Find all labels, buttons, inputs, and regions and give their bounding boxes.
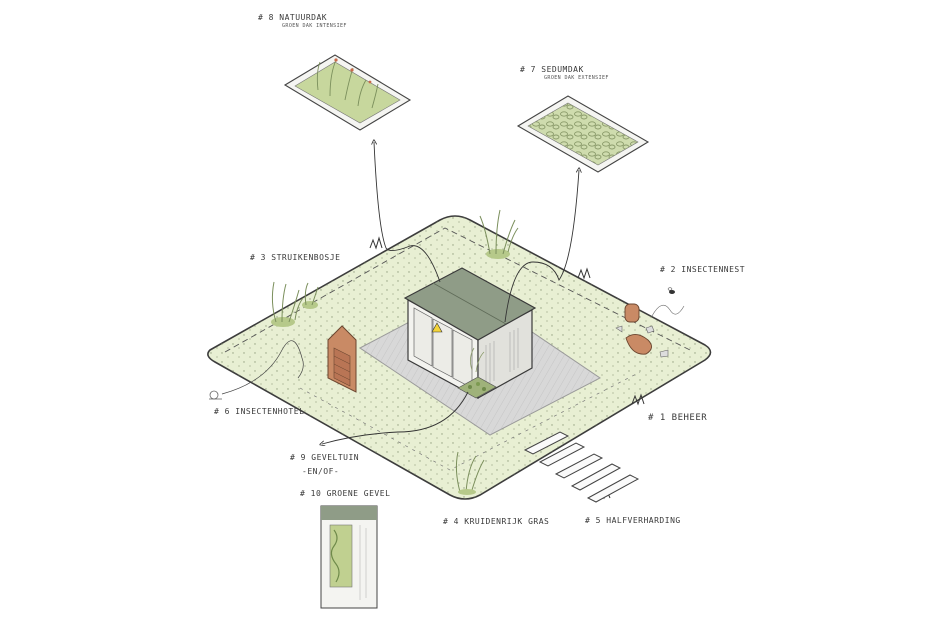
label-management: # 1 BEHEER bbox=[648, 413, 708, 423]
label-sedum-roof: # 7 SEDUMDAK bbox=[520, 65, 584, 74]
label-green-facade: # 10 GROENE GEVEL bbox=[300, 489, 391, 498]
semi-paving-slabs bbox=[523, 431, 640, 503]
transformer-building bbox=[403, 267, 537, 400]
label-and-or: -EN/OF- bbox=[302, 467, 340, 476]
warning-sign-icon bbox=[431, 322, 443, 333]
label-sedum-roof-sub: GROEN DAK EXTENSIEF bbox=[544, 75, 609, 81]
label-insect-nest: # 2 INSECTENNEST bbox=[660, 265, 746, 274]
shrub-cluster-back bbox=[479, 209, 519, 259]
green-roof-intensive-tile bbox=[283, 54, 412, 131]
label-semi-paving: # 5 HALFVERHARDING bbox=[585, 516, 681, 525]
sedum-roof-extensive-tile bbox=[516, 95, 650, 173]
helper-curves bbox=[221, 340, 304, 395]
label-herb-grass: # 4 KRUIDENRIJK GRAS bbox=[443, 517, 550, 526]
insect-nest bbox=[615, 303, 685, 358]
label-shrubs: # 3 STRUIKENBOSJE bbox=[250, 253, 341, 262]
insect-hotel-icon bbox=[327, 325, 357, 393]
connector-arrows bbox=[322, 142, 579, 444]
label-natural-roof: # 8 NATUURDAK bbox=[258, 13, 328, 22]
herb-grass-plant bbox=[455, 451, 485, 495]
snail-icon bbox=[209, 390, 222, 400]
label-natural-roof-sub: GROEN DAK INTENSIEF bbox=[282, 23, 347, 29]
green-facade-tile bbox=[320, 505, 378, 609]
shrub-cluster-left bbox=[271, 281, 319, 327]
label-facade-garden: # 9 GEVELTUIN bbox=[290, 453, 360, 462]
label-insect-hotel: # 6 INSECTENHOTEL bbox=[214, 407, 305, 416]
bee-icon bbox=[667, 287, 675, 294]
